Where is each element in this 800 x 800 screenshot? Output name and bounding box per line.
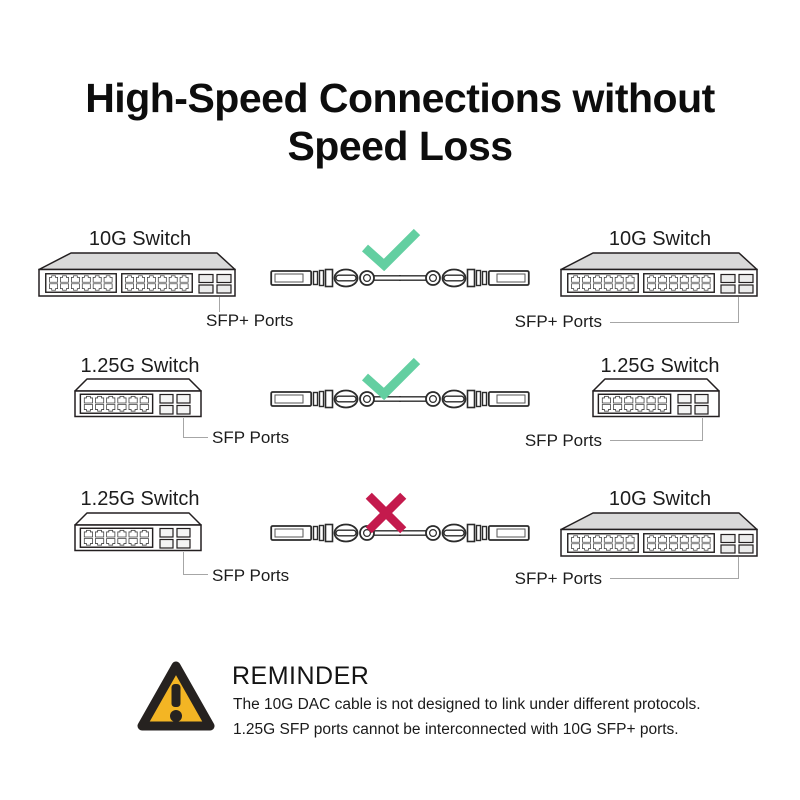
sfp-ports-label: SFP+ Ports [206, 311, 294, 330]
warning-icon [136, 660, 216, 734]
sfp-ports-label: SFP Ports [212, 428, 290, 447]
check-icon [358, 227, 424, 271]
sfp-ports-label: SFP Ports [524, 431, 602, 450]
cross-icon [363, 490, 409, 536]
sfp-ports-pointer-line [610, 297, 739, 323]
left-switch-label: 10G Switch [88, 228, 192, 250]
connection-row-3: 1.25G Switch SFP Ports 10G Switch SFP+ P… [0, 480, 800, 600]
check-icon [358, 356, 424, 400]
switch-125g-graphic [592, 378, 720, 418]
sfp-ports-pointer-line [183, 418, 208, 438]
sfp-ports-pointer-line [219, 297, 220, 312]
switch-125g-graphic [74, 378, 202, 418]
reminder-heading: REMINDER [232, 662, 370, 690]
connection-row-1: 10G Switch SFP+ Ports 10G Switch SFP+ Po… [0, 225, 800, 345]
sfp-ports-label: SFP Ports [212, 566, 290, 585]
page-title: High-Speed Connections without Speed Los… [0, 74, 800, 170]
sfp-ports-pointer-line [610, 418, 703, 441]
switch-10g-graphic [560, 512, 758, 557]
sfp-ports-pointer-line [610, 557, 739, 579]
connection-row-2: 1.25G Switch SFP Ports 1.25G Switch SFP … [0, 352, 800, 472]
page-title-line-2: Speed Loss [287, 123, 513, 169]
right-switch-label: 10G Switch [608, 228, 712, 250]
switch-125g-graphic [74, 512, 202, 552]
switch-10g-graphic [38, 252, 236, 297]
right-switch-label: 10G Switch [608, 488, 712, 510]
page-title-line-1: High-Speed Connections without [85, 75, 715, 121]
left-switch-label: 1.25G Switch [80, 488, 200, 510]
sfp-ports-label: SFP+ Ports [514, 569, 602, 588]
reminder-text-line-1: The 10G DAC cable is not designed to lin… [233, 696, 701, 713]
sfp-ports-label: SFP+ Ports [514, 312, 602, 331]
sfp-ports-pointer-line [183, 552, 208, 575]
right-switch-label: 1.25G Switch [600, 355, 720, 377]
switch-10g-graphic [560, 252, 758, 297]
reminder-text-line-2: 1.25G SFP ports cannot be interconnected… [233, 721, 679, 738]
reminder-section: REMINDER The 10G DAC cable is not design… [0, 652, 800, 772]
left-switch-label: 1.25G Switch [80, 355, 200, 377]
